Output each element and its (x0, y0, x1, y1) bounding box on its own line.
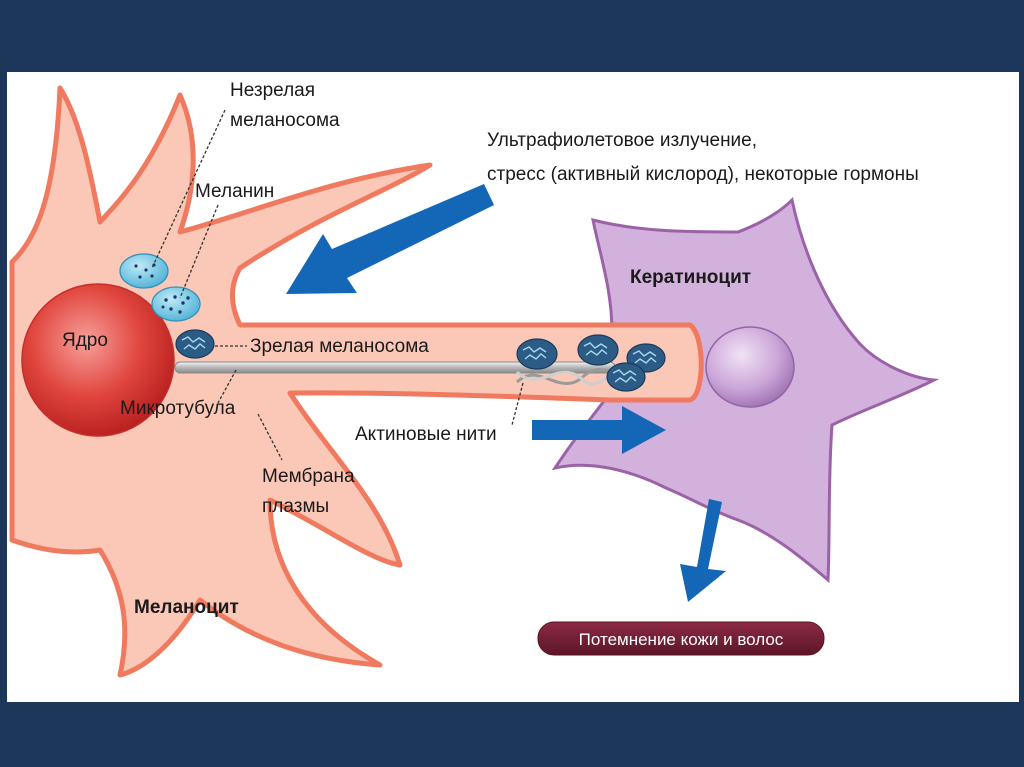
plasma-membrane-label-2: плазмы (262, 496, 329, 517)
result-label: Потемнение кожи и волос (579, 630, 784, 649)
melanocyte-cell (9, 85, 704, 678)
nucleus-label: Ядро (62, 330, 108, 351)
keratinocyte-label: Кератиноцит (630, 267, 751, 288)
melanocyte-label: Меланоцит (134, 597, 239, 618)
melanin-transfer-diagram: Потемнение кожи и волос Незрелая меланос… (9, 80, 940, 678)
stimuli-label-2: стресс (активный кислород), некоторые го… (487, 164, 919, 185)
mature-melanosome-label: Зрелая меланосома (250, 336, 429, 357)
mature-melanosome (175, 329, 215, 359)
immature-melanosome-label-1: Незрелая (230, 80, 315, 101)
mature-melanosome (516, 338, 558, 370)
mature-melanosome (577, 334, 619, 366)
stimuli-label-1: Ультрафиолетовое излучение, (487, 130, 757, 151)
actin-filaments-label: Актиновые нити (355, 424, 497, 445)
plasma-membrane-label-1: Мембрана (262, 466, 355, 487)
transfer-arrow (532, 406, 666, 454)
melanin-label: Меланин (195, 181, 274, 202)
immature-melanosome-2 (151, 286, 201, 322)
immature-melanosome-1 (119, 253, 169, 289)
mature-melanosome (606, 362, 646, 392)
immature-melanosome-label-2: меланосома (230, 110, 340, 131)
microtubule-label: Микротубула (120, 398, 236, 419)
uv-arrow (286, 184, 494, 294)
result-arrow (680, 499, 726, 602)
melanocyte-nucleus (21, 283, 175, 437)
leader-lines (151, 109, 524, 461)
diagram-panel: Потемнение кожи и волос Незрелая меланос… (7, 72, 1019, 702)
result-box (537, 621, 825, 656)
keratinocyte-nucleus (705, 326, 795, 408)
